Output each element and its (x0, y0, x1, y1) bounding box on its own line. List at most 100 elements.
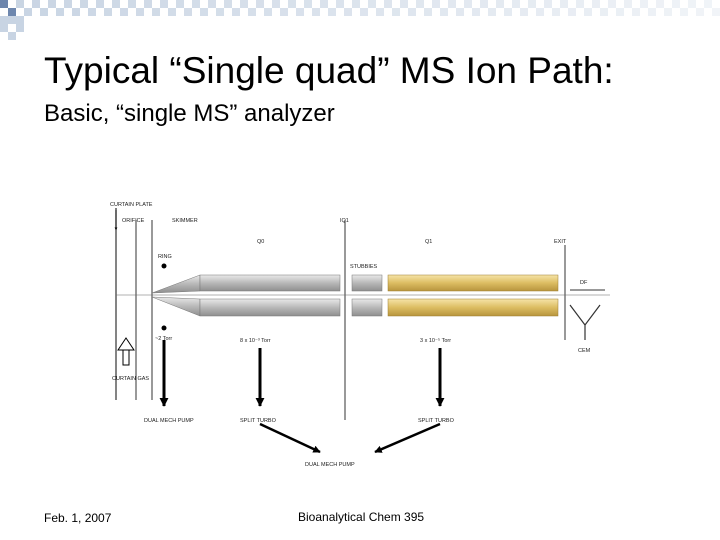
checker-square (312, 8, 320, 16)
checker-square (152, 8, 160, 16)
checker-square (352, 0, 360, 8)
checker-square (368, 0, 376, 8)
checker-square (248, 8, 256, 16)
checker-square (304, 0, 312, 8)
curtain-gas-arrow (117, 337, 135, 366)
checker-square (600, 8, 608, 16)
checker-square (224, 0, 232, 8)
checker-square (160, 0, 168, 8)
checker-square (504, 8, 512, 16)
label-skimmer: SKIMMER (172, 218, 198, 224)
checker-square (168, 8, 176, 16)
q1-upper-rod (387, 274, 559, 292)
checker-square (264, 8, 272, 16)
checker-square (320, 0, 328, 8)
checker-square (8, 32, 16, 40)
checker-square (456, 8, 464, 16)
checker-square (56, 8, 64, 16)
checker-square (376, 8, 384, 16)
label-exit: EXIT (554, 239, 567, 245)
checker-square (16, 16, 24, 24)
stubbies-lower-rod (351, 298, 383, 317)
checker-square (584, 8, 592, 16)
checker-square (400, 0, 408, 8)
checker-square (232, 8, 240, 16)
checker-square (440, 8, 448, 16)
footer-date: Feb. 1, 2007 (44, 511, 112, 525)
checker-square (184, 8, 192, 16)
footer-course: Bioanalytical Chem 395 (298, 510, 425, 524)
checker-square (616, 8, 624, 16)
checker-square (72, 8, 80, 16)
checker-square (280, 8, 288, 16)
checker-square (408, 8, 416, 16)
checker-square (0, 16, 8, 24)
checker-square (392, 8, 400, 16)
checker-square (568, 8, 576, 16)
checker-square (704, 0, 712, 8)
checker-square (560, 0, 568, 8)
pump-converge-arrow-right (374, 422, 441, 454)
checker-square (512, 0, 520, 8)
checker-square (528, 0, 536, 8)
checker-square (552, 8, 560, 16)
checker-square (64, 0, 72, 8)
pump-converge-arrow-left (259, 422, 321, 454)
label-turbo-2: SPLIT TURBO (418, 418, 455, 424)
label-pressure-2: 8 x 10⁻³ Torr (240, 338, 271, 344)
checker-square (536, 8, 544, 16)
ring-lower-dot (161, 325, 167, 331)
checker-square (200, 8, 208, 16)
checker-square (112, 0, 120, 8)
q0-upper-taper (151, 274, 201, 294)
checker-square (8, 16, 16, 24)
label-curtain-plate: CURTAIN PLATE (110, 202, 153, 208)
checker-square (384, 0, 392, 8)
checker-square (128, 0, 136, 8)
checker-square (336, 0, 344, 8)
label-cem: CEM (578, 348, 591, 354)
checker-square (592, 0, 600, 8)
q0-upper-rod (199, 274, 341, 292)
checker-square (0, 0, 8, 8)
checker-square (40, 8, 48, 16)
label-q1: Q1 (425, 239, 432, 245)
checker-square (96, 0, 104, 8)
cem-detector (569, 304, 601, 340)
checker-square (80, 0, 88, 8)
label-q0: Q0 (257, 239, 264, 245)
checker-square (640, 0, 648, 8)
checker-square (272, 0, 280, 8)
ion-path-diagram: CURTAIN PLATE ORIFICE SKIMMER IQ1 Q0 Q1 … (110, 202, 610, 468)
checker-square (120, 8, 128, 16)
stubbies-upper-rod (351, 274, 383, 292)
checker-square (576, 0, 584, 8)
checker-square (672, 0, 680, 8)
checker-square (424, 8, 432, 16)
checker-square (544, 0, 552, 8)
label-iq1: IQ1 (340, 218, 349, 224)
label-mech-pump-2: DUAL MECH PUMP (305, 462, 355, 468)
checker-square (480, 0, 488, 8)
checker-square (176, 0, 184, 8)
checker-square (104, 8, 112, 16)
checker-square (48, 0, 56, 8)
checker-square (664, 8, 672, 16)
decorative-checker-pattern (0, 0, 720, 40)
q0-lower-rod (199, 298, 341, 317)
checker-square (296, 8, 304, 16)
label-pressure-3: 3 x 10⁻⁵ Torr (420, 337, 451, 344)
checker-square (648, 8, 656, 16)
checker-square (32, 0, 40, 8)
checker-square (0, 24, 8, 32)
checker-square (328, 8, 336, 16)
checker-square (680, 8, 688, 16)
label-curtain-gas: CURTAIN GAS (112, 376, 149, 382)
label-mech-pump-1: DUAL MECH PUMP (144, 418, 194, 424)
q1-lower-rod (387, 298, 559, 317)
checker-square (688, 0, 696, 8)
checker-square (344, 8, 352, 16)
checker-square (496, 0, 504, 8)
checker-square (432, 0, 440, 8)
checker-square (448, 0, 456, 8)
